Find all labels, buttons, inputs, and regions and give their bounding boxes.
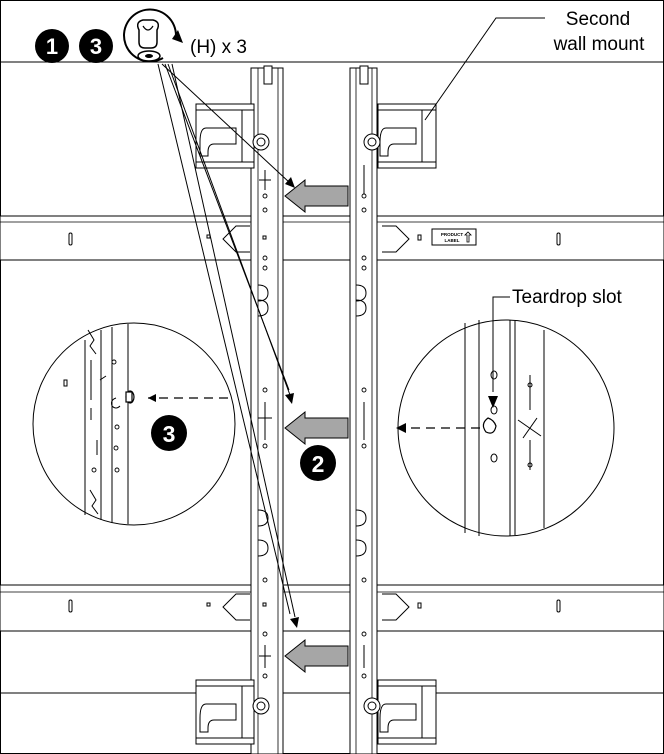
- screw-pointer-arrowheads: [285, 177, 299, 628]
- second-wall-mount-label-line2: wall mount: [553, 34, 646, 55]
- second-wall-mount: [349, 65, 378, 754]
- screw-clockwise-icon: [123, 8, 183, 63]
- screw-count-label: (H) x 3: [190, 37, 247, 58]
- second-wall-mount-label-line1: Second: [566, 9, 630, 30]
- screw-pointer-lines: [157, 63, 296, 618]
- teardrop-slot-label: Teardrop slot: [512, 287, 623, 308]
- screw-head-icon: [125, 390, 135, 404]
- bottom-left-bracket: [195, 679, 270, 745]
- slide-left-arrow-icon: [284, 178, 349, 674]
- first-wall-mount: [250, 65, 284, 754]
- product-label-line2: LABEL: [445, 238, 460, 243]
- top-right-bracket: [363, 103, 437, 169]
- second-wall-mount-leader: [424, 17, 545, 121]
- top-horizontal-rail: PRODUCT LABEL: [0, 215, 664, 261]
- leader-arrowhead-left: [148, 394, 156, 402]
- detail-step-3-number: 3: [163, 421, 176, 447]
- leader-arrowhead-right: [396, 423, 406, 433]
- step-3-badge: 3: [79, 29, 113, 63]
- detail-step-2-number: 2: [312, 451, 325, 477]
- up-arrow-icon: [464, 231, 472, 243]
- detail-step-2-badge: 2: [300, 445, 336, 481]
- left-detail-callout: [32, 322, 236, 526]
- step-1-badge: 1: [35, 29, 69, 63]
- detail-step-3-badge: 3: [151, 415, 187, 451]
- product-label-line1: PRODUCT: [441, 232, 464, 237]
- bottom-horizontal-rail: [0, 584, 664, 632]
- step-3-number: 3: [90, 34, 102, 59]
- display-panel-outlines: [0, 61, 664, 694]
- top-left-bracket: [195, 103, 270, 169]
- teardrop-slot-leader: [488, 296, 510, 408]
- product-label-tag: PRODUCT LABEL: [431, 228, 477, 246]
- step-1-number: 1: [46, 34, 58, 59]
- teardrop-slot-shape: [482, 417, 497, 434]
- bottom-right-bracket: [363, 679, 437, 745]
- right-detail-callout: [396, 319, 615, 537]
